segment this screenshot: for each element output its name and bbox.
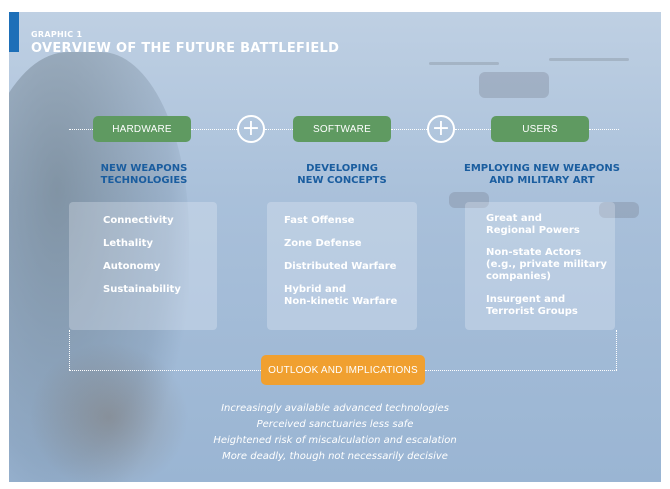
heading-line: EMPLOYING NEW WEAPONS bbox=[463, 163, 620, 174]
plus-icon: + bbox=[427, 115, 455, 143]
heading-line: AND MILITARY ART bbox=[489, 175, 595, 186]
background-drone-rotor bbox=[549, 58, 629, 61]
implication-line: More deadly, though not necessarily deci… bbox=[222, 451, 448, 462]
heading-line: DEVELOPING bbox=[306, 163, 378, 174]
connector-line bbox=[69, 370, 263, 371]
plus-icon: + bbox=[237, 115, 265, 143]
implication-line: Heightened risk of miscalculation and es… bbox=[213, 435, 457, 446]
diagram-frame: GRAPHIC 1 OVERVIEW OF THE FUTURE BATTLEF… bbox=[9, 12, 661, 482]
connector-line bbox=[69, 330, 70, 370]
panel-hardware: Connectivity Lethality Autonomy Sustaina… bbox=[69, 202, 217, 330]
connector-line bbox=[191, 129, 237, 130]
connector-line bbox=[589, 129, 619, 130]
background-soldier-photo-lower bbox=[29, 342, 189, 482]
connector-line bbox=[391, 129, 427, 130]
pill-hardware: HARDWARE bbox=[93, 116, 191, 142]
background-drone-photo bbox=[449, 192, 489, 208]
heading-line: NEW CONCEPTS bbox=[297, 175, 387, 186]
list-item: Zone Defense bbox=[284, 238, 362, 249]
list-item: Fast Offense bbox=[284, 215, 355, 226]
list-item: Connectivity bbox=[103, 215, 174, 226]
implication-line: Perceived sanctuaries less safe bbox=[256, 419, 414, 430]
background-drone-rotor bbox=[429, 62, 499, 65]
pill-software: SOFTWARE bbox=[293, 116, 391, 142]
list-item: Distributed Warfare bbox=[284, 261, 397, 272]
panel-software: Fast Offense Zone Defense Distributed Wa… bbox=[267, 202, 417, 330]
list-item: Hybrid and Non-kinetic Warfare bbox=[284, 284, 398, 307]
connector-line bbox=[616, 330, 617, 370]
implication-line: Increasingly available advanced technolo… bbox=[221, 403, 449, 414]
heading-new-weapons: NEW WEAPONS TECHNOLOGIES bbox=[69, 163, 219, 187]
background-drone-photo bbox=[599, 202, 639, 218]
list-item: Non-state Actors (e.g., private military… bbox=[486, 247, 607, 282]
pill-users: USERS bbox=[491, 116, 589, 142]
diagram-title: OVERVIEW OF THE FUTURE BATTLEFIELD bbox=[31, 41, 340, 56]
panel-users: Great and Regional Powers Non-state Acto… bbox=[465, 202, 615, 330]
list-item: Insurgent and Terrorist Groups bbox=[486, 294, 578, 317]
heading-developing-concepts: DEVELOPING NEW CONCEPTS bbox=[267, 163, 417, 187]
list-item: Great and Regional Powers bbox=[486, 213, 580, 236]
pill-outlook: OUTLOOK AND IMPLICATIONS bbox=[261, 355, 425, 385]
graphic-number-label: GRAPHIC 1 bbox=[31, 30, 83, 39]
list-item: Autonomy bbox=[103, 261, 161, 272]
background-drone-photo bbox=[479, 72, 549, 98]
connector-line bbox=[455, 129, 491, 130]
list-item: Sustainability bbox=[103, 284, 181, 295]
connector-line bbox=[265, 129, 293, 130]
heading-line: NEW WEAPONS bbox=[100, 163, 188, 174]
heading-line: TECHNOLOGIES bbox=[100, 175, 188, 186]
heading-employing-weapons: EMPLOYING NEW WEAPONS AND MILITARY ART bbox=[449, 163, 635, 187]
connector-line bbox=[425, 370, 617, 371]
list-item: Lethality bbox=[103, 238, 153, 249]
title-accent-bar bbox=[9, 12, 19, 52]
connector-line bbox=[69, 129, 93, 130]
